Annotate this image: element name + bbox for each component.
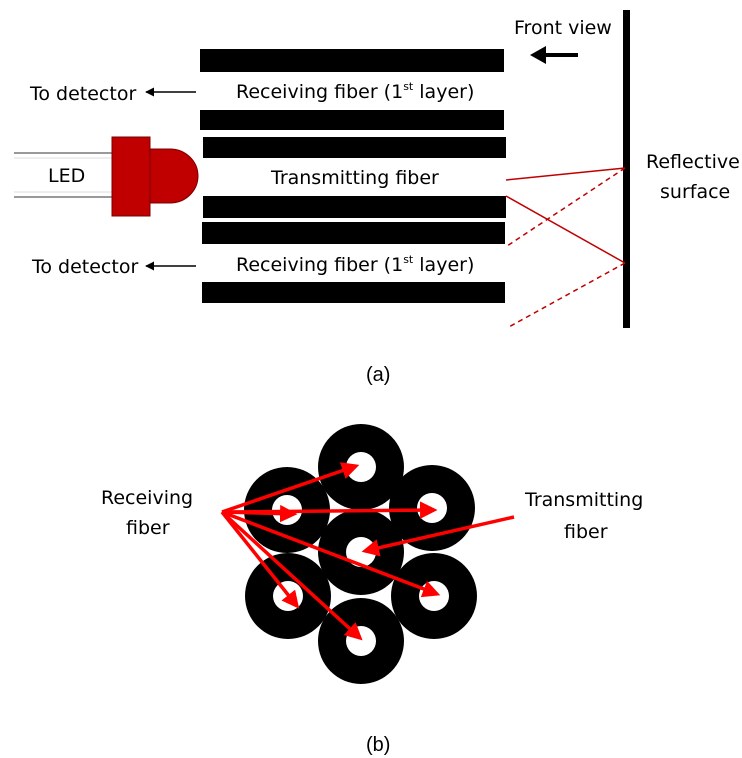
caption-a: (a) [366, 364, 390, 386]
transmitting-label-line1: Transmitting [524, 489, 643, 511]
receiving-fiber-top: Receiving fiber (1st layer) [200, 49, 504, 130]
led: LED [14, 136, 199, 217]
ray-incident-2 [505, 195, 626, 264]
receiving-pointers [220, 462, 441, 641]
pointer-to-bottom-right [221, 510, 441, 598]
pointer-to-bottom-left [220, 510, 300, 609]
to-detector-top-label: To detector [29, 83, 136, 105]
ray-reflected-1 [506, 167, 626, 247]
ray-incident-1 [505, 167, 626, 181]
pointer-to-center [361, 515, 515, 557]
receiving-label-line2: fiber [126, 517, 170, 539]
reflective-surface [623, 10, 630, 328]
pointer-to-bottom [220, 510, 363, 641]
fiber-top [318, 424, 404, 510]
front-view-label: Front view [514, 17, 612, 39]
receiving-fiber-bottom-label: Receiving fiber (1st layer) [236, 253, 474, 276]
reflective-label-line1: Reflective [646, 151, 740, 173]
panel-a: Front view Reflective surface Receiving … [14, 10, 740, 386]
fiber-bundle [244, 424, 477, 684]
receiving-fiber-top-label: Receiving fiber (1st layer) [236, 80, 474, 103]
transmitting-fiber-label: Transmitting fiber [270, 167, 439, 189]
receiving-fiber-bottom: Receiving fiber (1st layer) [202, 222, 505, 303]
fiber-bottom-right [391, 553, 477, 639]
light-rays [505, 167, 626, 329]
front-view-arrowhead [530, 46, 546, 64]
receiving-label-line1: Receiving [101, 487, 193, 509]
led-label: LED [48, 165, 85, 187]
caption-b: (b) [366, 734, 390, 756]
panel-b: Receiving fiber Transmitting fiber (b) [101, 424, 643, 756]
transmitting-fiber: Transmitting fiber [203, 137, 506, 218]
reflective-label-line2: surface [660, 181, 730, 203]
transmitting-label-line2: fiber [564, 521, 608, 543]
to-detector-bottom-label: To detector [31, 256, 138, 278]
ray-reflected-2 [506, 262, 626, 329]
pointer-to-top-right [221, 501, 438, 519]
pointer-to-top [221, 462, 360, 514]
